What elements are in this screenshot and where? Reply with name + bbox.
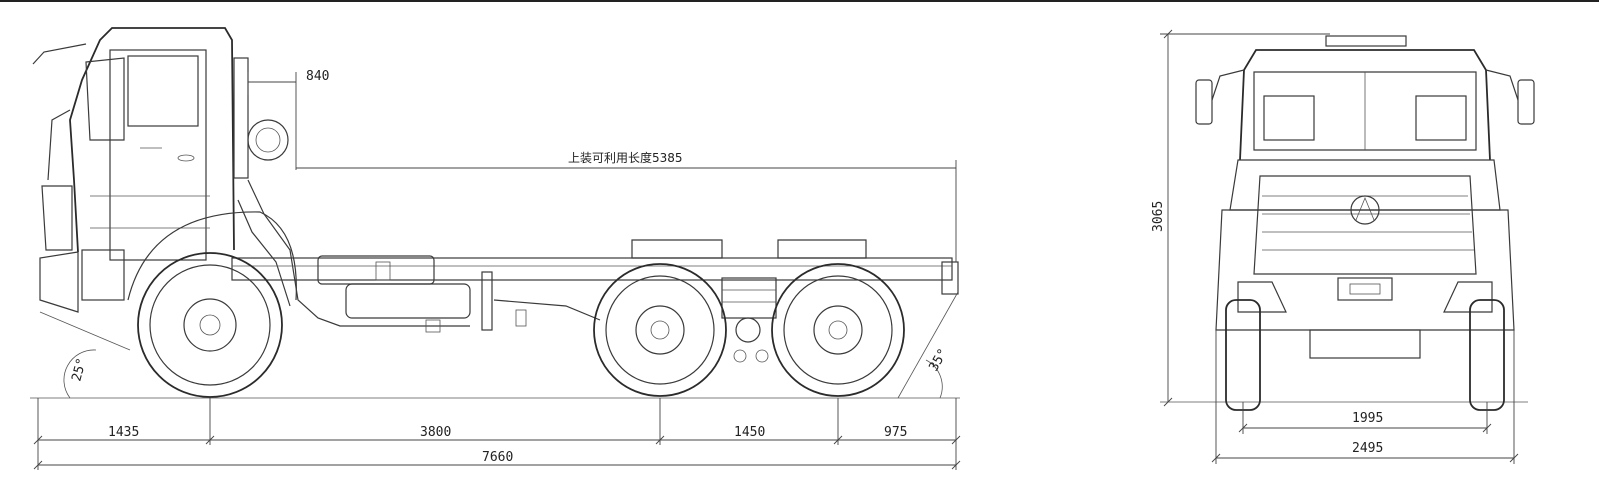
side-view: 840 上装可利用长度5385 1435 3800 1450 975 7660 …	[30, 27, 961, 470]
front-mirrors	[1195, 69, 1535, 125]
rear-wheel-2	[771, 263, 905, 397]
dim-1435: 1435	[108, 425, 139, 440]
dim-2495: 2495	[1352, 441, 1383, 456]
front-cab	[1229, 35, 1501, 275]
front-tyres	[1225, 299, 1505, 411]
chassis-frame	[231, 257, 959, 295]
top-border	[0, 0, 1599, 2]
side-dimension-lines	[33, 72, 961, 470]
dim-3800: 3800	[420, 425, 451, 440]
dim-approach-angle: 25°	[69, 356, 90, 383]
dim-7660: 7660	[482, 450, 513, 465]
cab	[32, 27, 235, 313]
angle-lines	[39, 291, 959, 399]
front-view: 3065 1995 2495	[1151, 29, 1535, 464]
dim-975: 975	[884, 425, 907, 440]
dim-1450: 1450	[734, 425, 765, 440]
dim-1995: 1995	[1352, 411, 1383, 426]
front-dimension-lines	[1160, 29, 1519, 464]
rear-wheel-1	[593, 263, 727, 397]
dim-840: 840	[306, 69, 329, 84]
rear-bogie	[631, 239, 867, 363]
dim-departure-angle: 35°	[926, 346, 951, 374]
fuel-tank	[317, 255, 601, 333]
front-wheel	[127, 211, 297, 398]
dim-body-length: 上装可利用长度5385	[568, 150, 683, 165]
dim-3065: 3065	[1151, 201, 1166, 232]
